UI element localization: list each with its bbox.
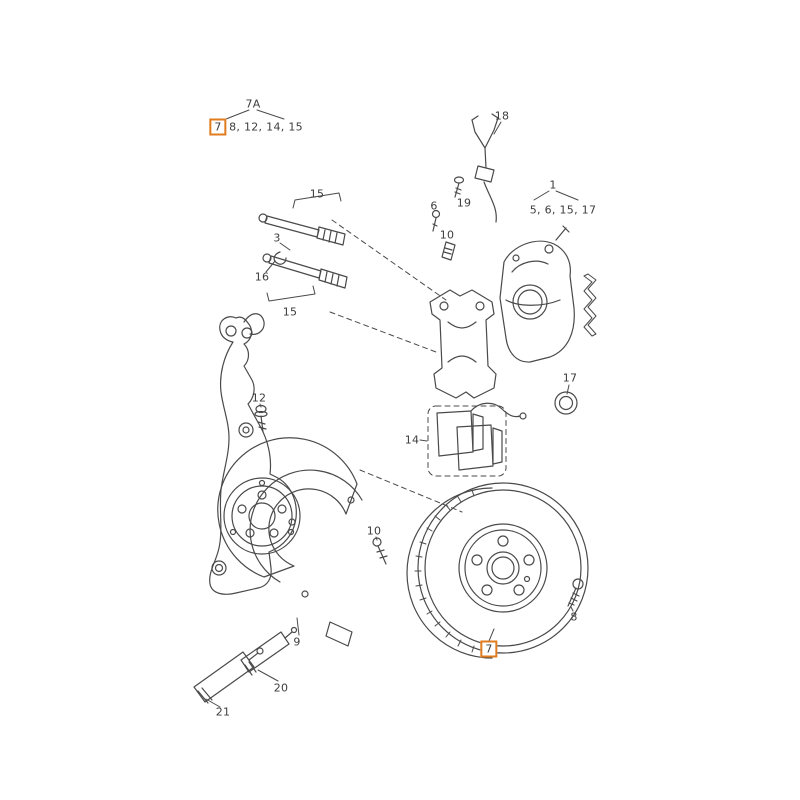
callout-9[interactable]: 9 (293, 635, 301, 649)
grease-tube-large (194, 648, 263, 703)
callout-15-lower[interactable]: 15 (282, 305, 298, 319)
brake-caliper (500, 226, 574, 362)
disc-screw (568, 579, 583, 606)
brake-pads-kit (428, 403, 526, 476)
bracket-15-upper (293, 193, 341, 208)
grease-tube-small (241, 628, 297, 676)
brake-disc (407, 483, 588, 658)
callout-14[interactable]: 14 (404, 433, 420, 447)
callout-3[interactable]: 3 (273, 231, 281, 245)
wear-sensor (472, 114, 498, 222)
callout-18[interactable]: 18 (494, 109, 510, 123)
knuckle-bolt (255, 406, 267, 433)
pin-clip (274, 252, 286, 264)
callout-10-upper[interactable]: 10 (439, 228, 455, 242)
bracket-7a (226, 110, 284, 119)
callout-21[interactable]: 21 (215, 705, 231, 719)
splash-shield (218, 438, 362, 646)
callout-7a[interactable]: 7A (245, 97, 261, 111)
callout-16[interactable]: 16 (254, 270, 270, 284)
callout-19[interactable]: 19 (456, 196, 472, 210)
carrier-bolt (433, 211, 440, 232)
callout-15-upper[interactable]: 15 (309, 187, 325, 201)
guide-pin-assembly (259, 214, 347, 288)
caliper-carrier (430, 290, 496, 398)
steering-knuckle (210, 314, 297, 595)
callout-caliper-list[interactable]: 5, 6, 15, 17 (529, 203, 597, 217)
callout-12[interactable]: 12 (251, 391, 267, 405)
callout-20[interactable]: 20 (273, 681, 289, 695)
callout-1[interactable]: 1 (549, 178, 557, 192)
callout-6[interactable]: 6 (430, 199, 438, 213)
callout-brackets (226, 110, 578, 301)
shield-bolt (373, 538, 387, 564)
callout-7-disc[interactable]: 7 (480, 640, 498, 658)
callout-10-lower[interactable]: 10 (366, 524, 382, 538)
bracket-1 (534, 191, 578, 200)
sleeve-part (442, 242, 455, 260)
callout-17[interactable]: 17 (562, 371, 578, 385)
callout-8[interactable]: 8 (570, 610, 578, 624)
callout-7-kit[interactable]: 7 (209, 118, 227, 136)
seal-ring (555, 392, 577, 414)
callout-kit-list[interactable]: 8, 12, 14, 15 (229, 120, 303, 134)
bracket-15-lower (267, 286, 315, 301)
leader-lines (206, 122, 573, 707)
sensor-screw (455, 177, 464, 197)
wheel-hub (224, 478, 300, 554)
dashed-guides (330, 220, 462, 512)
pad-retaining-spring (584, 274, 596, 336)
